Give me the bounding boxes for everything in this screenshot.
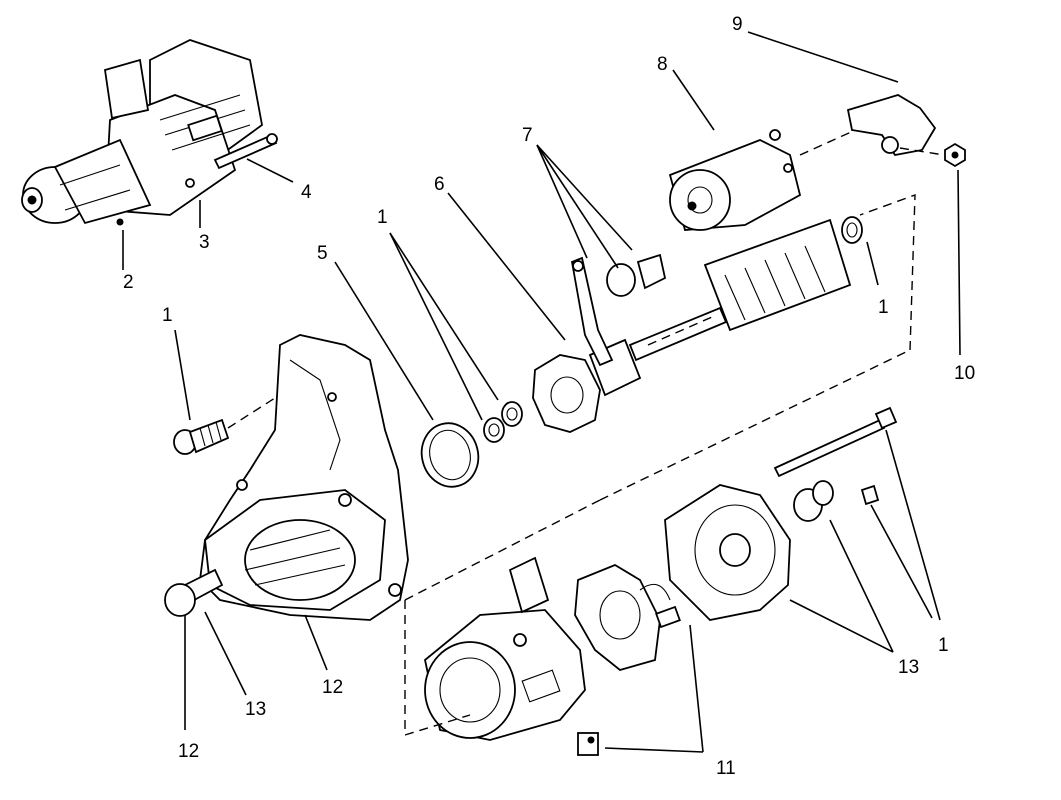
drive-pinion xyxy=(532,253,728,433)
callout-8: 8 xyxy=(657,54,668,75)
callout-4: 4 xyxy=(301,182,312,203)
seal-ring xyxy=(420,422,480,488)
hex-nut xyxy=(899,142,966,168)
brush-holder xyxy=(574,563,681,756)
leader-lines xyxy=(122,31,961,753)
callout-13-shaft: 13 xyxy=(245,699,267,720)
callout-10: 10 xyxy=(954,363,976,384)
callout-7: 7 xyxy=(522,125,533,146)
callout-11: 11 xyxy=(716,758,736,779)
callout-5: 5 xyxy=(317,243,328,264)
bushing xyxy=(793,480,834,522)
assembled-starter xyxy=(21,39,278,226)
callout-9: 9 xyxy=(732,14,743,35)
callout-12-shaft: 12 xyxy=(178,741,200,762)
field-frame xyxy=(424,556,586,741)
drive-housing xyxy=(164,334,409,621)
armature xyxy=(703,216,863,332)
end-frame xyxy=(664,484,791,621)
callout-1-washers: 1 xyxy=(377,207,388,228)
small-screw xyxy=(860,484,880,506)
callout-1-armature: 1 xyxy=(878,297,889,318)
screw-part xyxy=(173,397,276,455)
callout-6: 6 xyxy=(434,174,445,195)
callout-3: 3 xyxy=(199,232,210,253)
callout-12-housing: 12 xyxy=(322,677,344,698)
solenoid xyxy=(668,127,861,231)
callout-2: 2 xyxy=(123,272,134,293)
through-bolt xyxy=(773,406,898,478)
washers xyxy=(483,401,523,443)
terminal-cover xyxy=(846,94,937,156)
callout-1-screw: 1 xyxy=(162,305,173,326)
callout-1-bolts: 1 xyxy=(938,635,949,656)
callout-13-frame: 13 xyxy=(898,657,920,678)
